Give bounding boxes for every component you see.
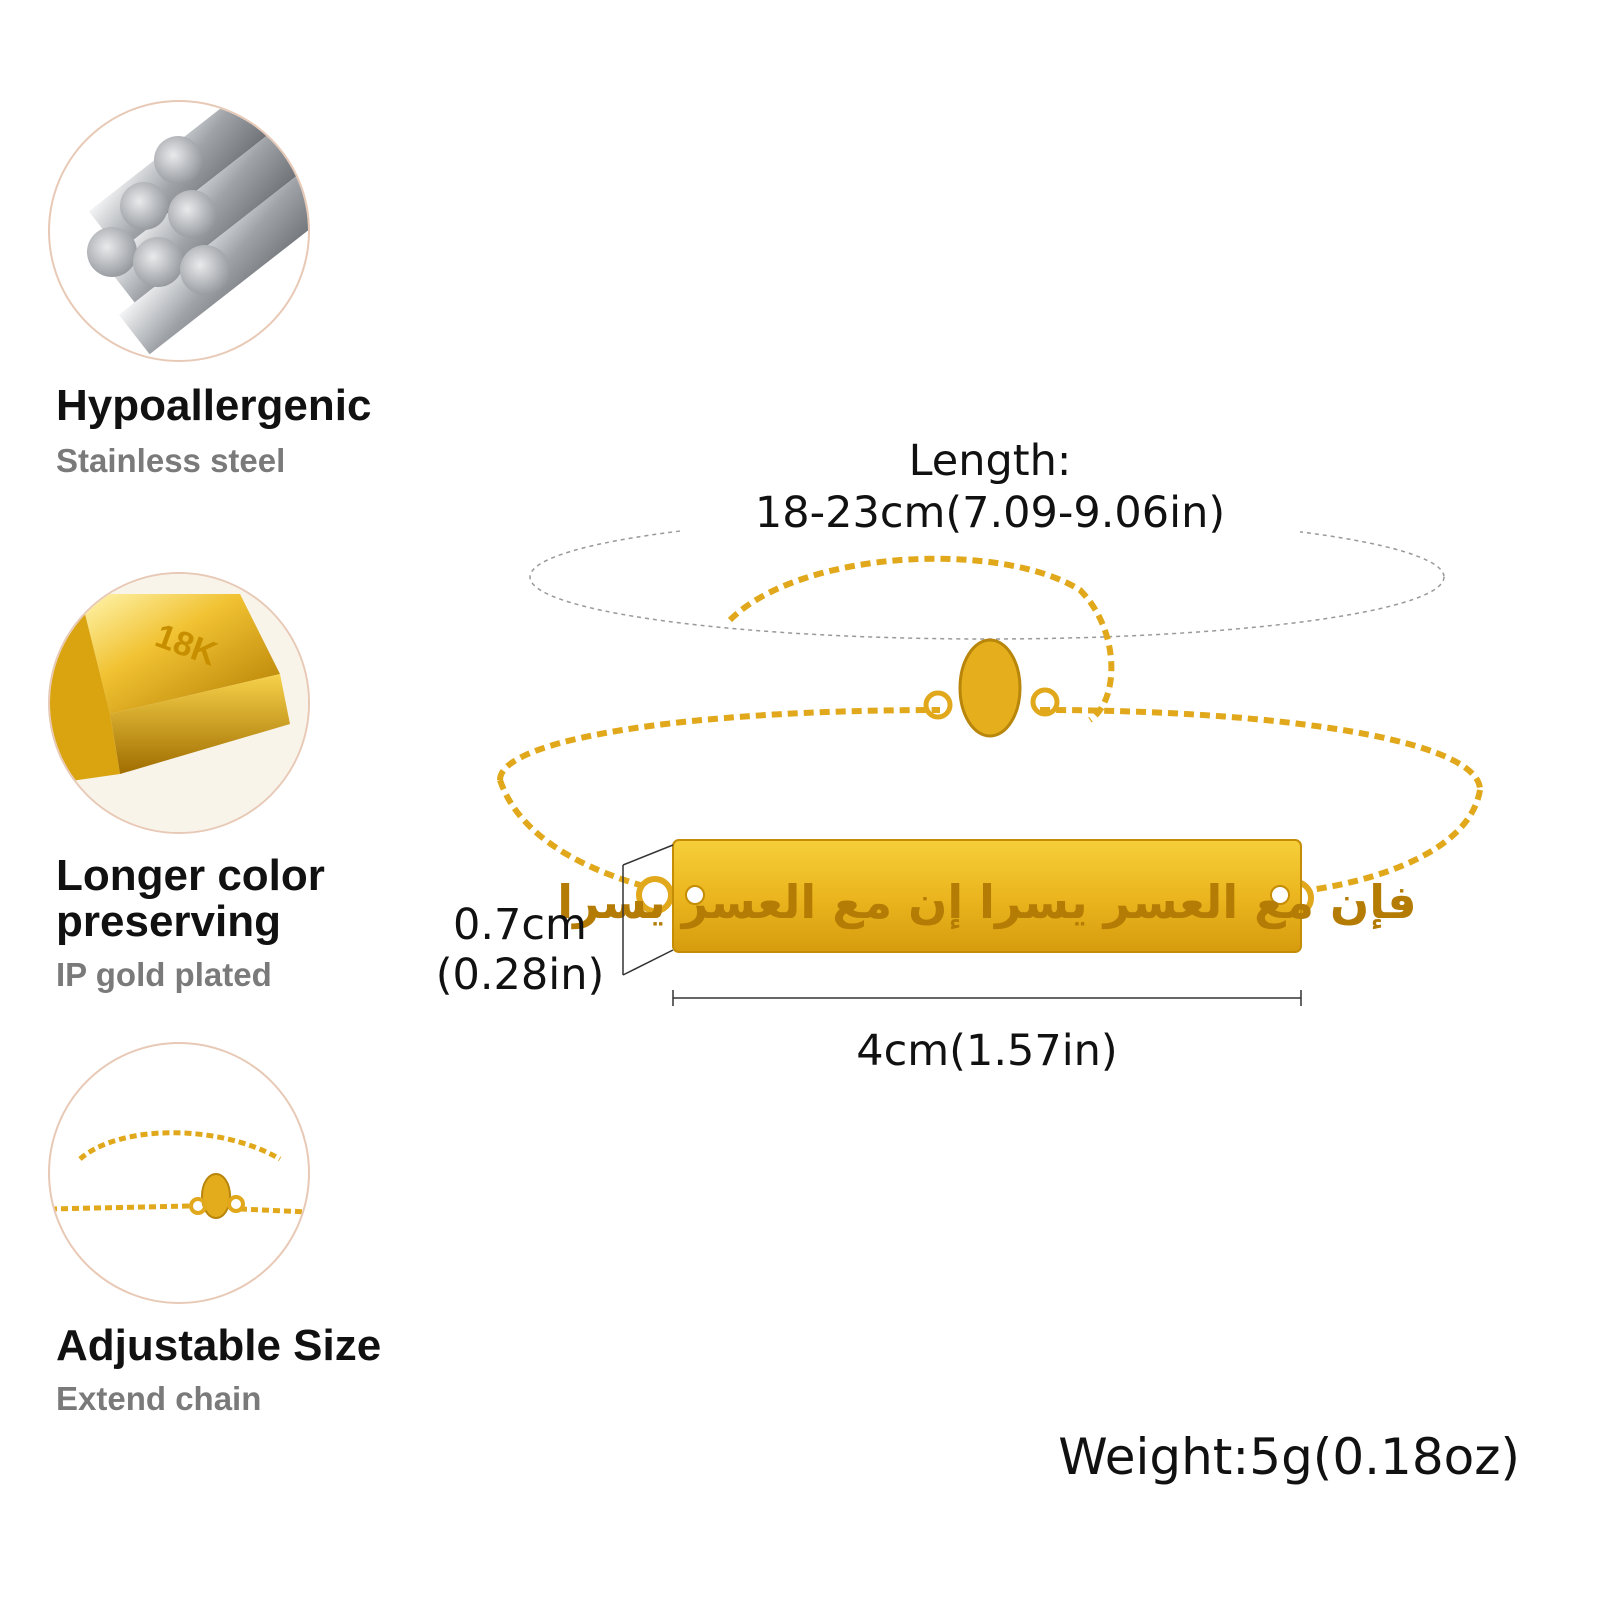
arabic-engraving: فإن مع العسر يسرا إن مع العسر يسرا bbox=[557, 875, 1416, 930]
feature-title-adjustable: Adjustable Size bbox=[56, 1321, 382, 1370]
lobster-clasp bbox=[958, 638, 1022, 738]
length-ellipse bbox=[529, 514, 1445, 640]
extender-chain bbox=[727, 555, 1115, 723]
weight-value: Weight:5g(0.18oz) bbox=[1058, 1428, 1520, 1486]
feature-subtitle-steel: Stainless steel bbox=[56, 442, 286, 479]
extend-chain-circle bbox=[48, 1042, 310, 1304]
feature-title-hypoallergenic: Hypoallergenic bbox=[56, 381, 372, 430]
height-value-inches: (0.28in) bbox=[435, 950, 605, 1000]
feature-title-color-line1: Longer color bbox=[56, 851, 325, 900]
bracelet-product-image: فإن مع العسر يسرا إن مع العسر يسرا bbox=[497, 480, 1483, 1006]
width-value: 4cm(1.57in) bbox=[856, 1026, 1118, 1076]
feature-title-color-line2: preserving bbox=[56, 897, 281, 946]
gold-bar-circle: 18K bbox=[48, 572, 310, 834]
height-value: 0.7cm bbox=[453, 900, 587, 950]
steel-rods-circle bbox=[48, 100, 310, 362]
length-label: Length: bbox=[908, 436, 1072, 486]
extend-chain-icon bbox=[50, 1130, 308, 1219]
length-value: 18-23cm(7.09-9.06in) bbox=[754, 488, 1226, 538]
chain-left-bottom bbox=[497, 779, 641, 888]
steel-rods-icon bbox=[87, 102, 308, 355]
gold-bar-icon: 18K bbox=[50, 574, 308, 832]
engraved-bar-plate bbox=[672, 839, 1302, 953]
chain-right-bottom bbox=[1309, 789, 1483, 893]
feature-subtitle-gold: IP gold plated bbox=[56, 956, 272, 993]
feature-subtitle-chain: Extend chain bbox=[56, 1380, 262, 1417]
chain-right-top bbox=[1039, 707, 1483, 791]
chain-left-top bbox=[497, 707, 941, 781]
